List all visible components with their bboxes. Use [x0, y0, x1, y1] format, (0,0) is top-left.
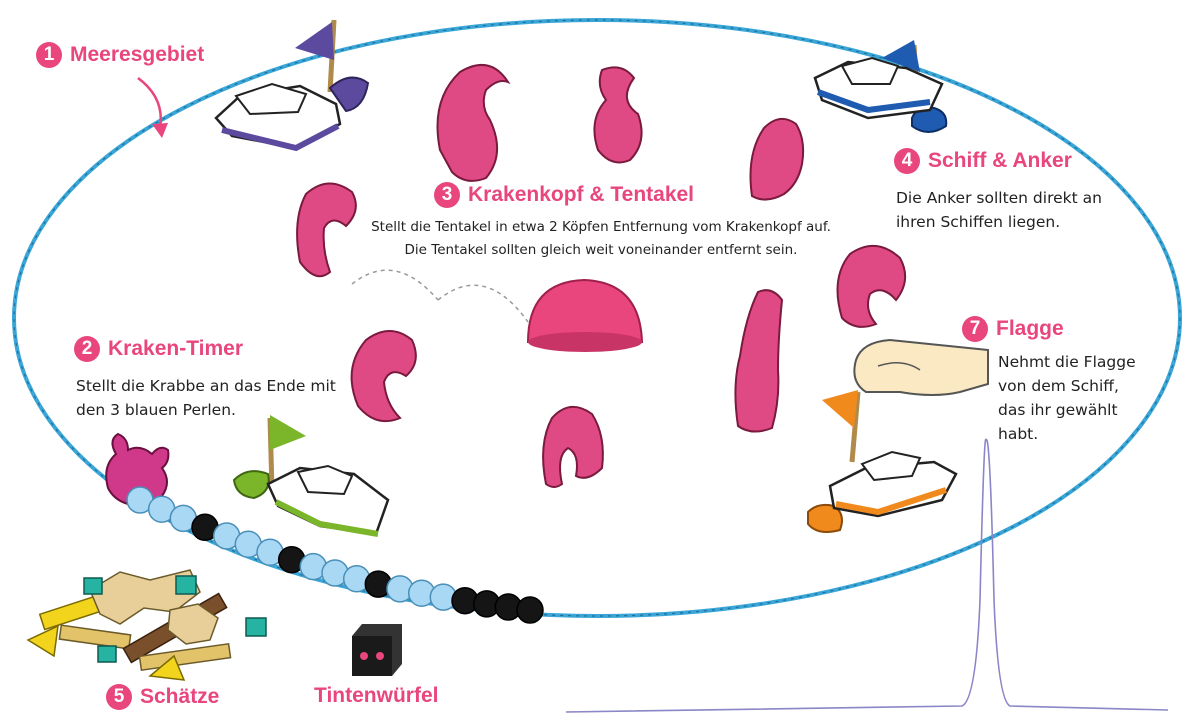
ship-blue: [815, 40, 946, 132]
description-line: habt.: [998, 422, 1136, 446]
ship-orange: [808, 452, 956, 532]
description-line: den 3 blauen Perlen.: [76, 398, 336, 422]
section-title: Schiff & Anker: [928, 149, 1072, 173]
ship-green: [234, 415, 388, 534]
step-number: 4: [894, 148, 920, 174]
tentacle-icon: [751, 119, 804, 200]
kraken-head-icon: [528, 280, 642, 352]
flagge-description: Nehmt die Flagge von dem Schiff, das ihr…: [998, 350, 1136, 446]
description-line: Die Anker sollten direkt an: [896, 186, 1102, 210]
dice-icon: [352, 624, 402, 676]
treasure-icon: [28, 570, 266, 680]
tentacle-group: [297, 65, 905, 487]
tentacle-icon: [438, 65, 509, 181]
label-krakenkopf: 3 Krakenkopf & Tentakel: [434, 182, 694, 208]
hand-icon: [822, 340, 988, 462]
krakenkopf-description: Stellt die Tentakel in etwa 2 Köpfen Ent…: [358, 216, 844, 262]
step-number: 1: [36, 42, 62, 68]
label-tintenwuerfel: Tintenwürfel: [314, 684, 438, 708]
section-title: Flagge: [996, 317, 1064, 341]
description-line: Nehmt die Flagge: [998, 350, 1136, 374]
step-number: 5: [106, 684, 132, 710]
tentacle-icon: [297, 183, 356, 276]
description-line: Stellt die Krabbe an das Ende mit: [76, 374, 336, 398]
section-title: Tintenwürfel: [314, 684, 438, 708]
bead-icon: [517, 597, 543, 623]
distance-arc: [352, 270, 438, 300]
description-line: Stellt die Tentakel in etwa 2 Köpfen Ent…: [358, 216, 844, 239]
description-line: von dem Schiff,: [998, 374, 1136, 398]
kraken-timer-description: Stellt die Krabbe an das Ende mit den 3 …: [76, 374, 336, 422]
description-line: Die Tentakel sollten gleich weit voneina…: [358, 239, 844, 262]
step-number: 7: [962, 316, 988, 342]
tentacle-icon: [543, 407, 603, 487]
flag-icon: [295, 22, 334, 60]
section-title: Meeresgebiet: [70, 43, 204, 67]
tentacle-icon: [735, 290, 782, 431]
tentacle-icon: [838, 246, 906, 327]
flag-icon: [822, 390, 858, 428]
step-number: 3: [434, 182, 460, 208]
section-title: Schätze: [140, 685, 219, 709]
label-meeresgebiet: 1 Meeresgebiet: [36, 42, 204, 68]
description-line: das ihr gewählt: [998, 398, 1136, 422]
section-title: Krakenkopf & Tentakel: [468, 183, 694, 207]
tentacle-icon: [594, 67, 641, 162]
step-number: 2: [74, 336, 100, 362]
label-schaetze: 5 Schätze: [106, 684, 219, 710]
arrow-head-icon: [152, 123, 168, 138]
label-flagge: 7 Flagge: [962, 316, 1064, 342]
schiff-anker-description: Die Anker sollten direkt an ihren Schiff…: [896, 186, 1102, 234]
anchor-icon: [234, 471, 269, 498]
distance-arc: [438, 285, 528, 322]
label-kraken-timer: 2 Kraken-Timer: [74, 336, 243, 362]
label-schiff-anker: 4 Schiff & Anker: [894, 148, 1072, 174]
description-line: ihren Schiffen liegen.: [896, 210, 1102, 234]
section-title: Kraken-Timer: [108, 337, 243, 361]
tentacle-icon: [352, 331, 416, 421]
